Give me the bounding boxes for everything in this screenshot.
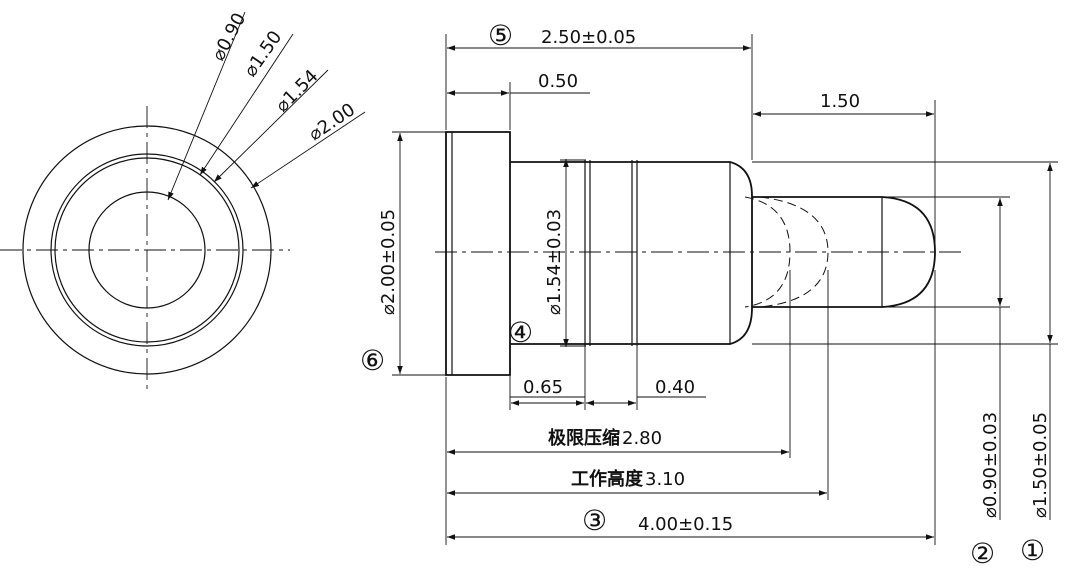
leader-d200 <box>250 111 366 189</box>
leader-d154 <box>213 69 329 183</box>
dim-groove2: 0.40 <box>655 377 695 398</box>
hidden-arc-2 <box>759 196 829 308</box>
dim-plunger-dia: ⌀0.90±0.03 <box>980 412 1001 518</box>
label-d154: ⌀1.54 <box>272 66 323 117</box>
label-d200: ⌀2.00 <box>305 99 359 145</box>
hidden-arc-1 <box>744 196 791 308</box>
label-d090: ⌀0.90 <box>208 10 250 65</box>
dim-work-label: 工作高度 <box>571 468 644 490</box>
dim-body-dia: ⌀1.54±0.03 <box>544 209 565 315</box>
dim-groove1: 0.65 <box>523 377 563 398</box>
barrel-body <box>510 161 753 345</box>
head-flange <box>445 131 511 376</box>
leader-d090 <box>167 11 246 201</box>
callout-4: ④ <box>508 316 533 349</box>
callout-2: ② <box>970 537 995 570</box>
callout-1: ① <box>1020 534 1045 567</box>
dim-tip: 1.50 <box>820 91 860 112</box>
dim-limit-value: 2.80 <box>622 428 662 449</box>
dim-total-head: 2.50±0.05 <box>541 27 636 48</box>
callout-5: ⑤ <box>488 19 513 52</box>
dim-work-value: 3.10 <box>645 469 685 490</box>
side-view: 2.50±0.05 0.50 1.50 0.65 0.40 极限压缩 2.80 … <box>360 19 1058 570</box>
leader-d150 <box>199 33 294 176</box>
callout-6: ⑥ <box>360 344 385 377</box>
dim-head-dia: ⌀2.00±0.05 <box>378 209 399 315</box>
dim-barrel-dia: ⌀1.50±0.05 <box>1030 412 1051 518</box>
front-view: ⌀0.90 ⌀1.50 ⌀1.54 ⌀2.00 <box>0 10 366 392</box>
callout-3: ③ <box>582 504 607 537</box>
dim-total-len: 4.00±0.15 <box>638 514 733 535</box>
dim-flange: 0.50 <box>538 71 578 92</box>
dim-limit-label: 极限压缩 <box>548 427 620 449</box>
